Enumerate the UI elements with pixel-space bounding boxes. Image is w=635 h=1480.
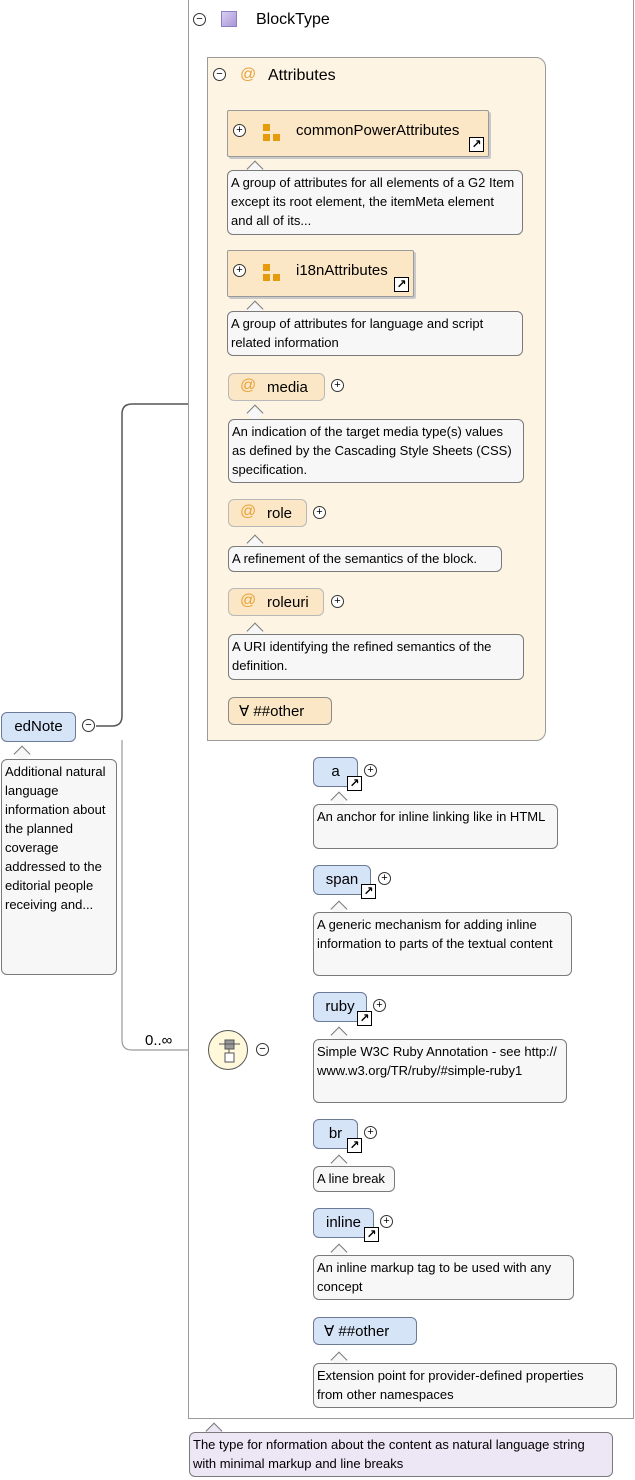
element-br[interactable]: br (313, 1119, 358, 1149)
type-doc-note: The type for nformation about the conten… (189, 1432, 613, 1477)
link-arrow-icon[interactable]: ↗ (357, 1011, 372, 1026)
attributes-title: Attributes (268, 67, 336, 84)
element-doc-note: Extension point for provider-defined pro… (313, 1363, 617, 1408)
expand-toggle[interactable]: + (331, 379, 344, 392)
collapse-root-toggle[interactable]: − (82, 719, 95, 732)
root-element-ednote[interactable]: edNote (1, 712, 76, 742)
attribute-doc-note: An indication of the target media type(s… (228, 419, 524, 483)
link-arrow-icon[interactable]: ↗ (361, 884, 376, 899)
attribute-doc-note: A group of attributes for all elements o… (227, 170, 523, 235)
attribute-group-i18n[interactable]: + i18nAttributes ↗ (227, 250, 414, 297)
type-title: BlockType (256, 11, 330, 28)
element-doc-note: Simple W3C Ruby Annotation - see http://… (313, 1039, 567, 1103)
attribute-at-icon: @ (240, 503, 257, 520)
element-label: a (331, 763, 340, 780)
attribute-media[interactable]: @ media (228, 373, 325, 401)
element-label: inline (325, 1214, 362, 1231)
attribute-at-icon: @ (240, 377, 257, 394)
any-attribute-wildcard[interactable]: ∀ ##other (228, 697, 332, 725)
link-arrow-icon[interactable]: ↗ (364, 1227, 379, 1242)
element-label: span (325, 871, 359, 888)
link-arrow-icon[interactable]: ↗ (394, 277, 409, 292)
attribute-group-label: commonPowerAttributes (296, 122, 460, 139)
link-arrow-icon[interactable]: ↗ (469, 137, 484, 152)
attribute-at-icon: @ (240, 592, 257, 609)
root-doc-note: Additional natural language information … (1, 759, 117, 975)
link-arrow-icon[interactable]: ↗ (347, 776, 362, 791)
element-ruby[interactable]: ruby (313, 992, 367, 1022)
element-inline[interactable]: inline (313, 1208, 374, 1238)
attribute-at-icon: @ (240, 66, 257, 83)
attribute-doc-note: A refinement of the semantics of the blo… (228, 546, 502, 572)
attribute-group-common-power[interactable]: + commonPowerAttributes ↗ (227, 110, 489, 157)
element-label: br (328, 1125, 343, 1142)
expand-toggle[interactable]: + (378, 872, 391, 885)
expand-toggle[interactable]: + (313, 506, 326, 519)
attribute-group-icon (263, 264, 281, 282)
sequence-glyph-icon (219, 1039, 240, 1063)
cardinality-label: 0..∞ (145, 1032, 173, 1049)
element-doc-note: A generic mechanism for adding inline in… (313, 912, 572, 976)
attribute-label: role (267, 505, 293, 522)
attribute-label: roleuri (267, 594, 309, 611)
element-doc-note: An inline markup tag to be used with any… (313, 1255, 574, 1300)
expand-toggle[interactable]: + (331, 595, 344, 608)
link-arrow-icon[interactable]: ↗ (347, 1138, 362, 1153)
attribute-group-icon (263, 124, 281, 142)
element-doc-note: An anchor for inline linking like in HTM… (313, 804, 558, 849)
collapse-sequence-toggle[interactable]: − (256, 1043, 269, 1056)
attribute-role[interactable]: @ role (228, 499, 307, 527)
sequence-compositor-icon[interactable] (208, 1030, 248, 1070)
expand-toggle[interactable]: + (364, 1126, 377, 1139)
element-doc-note: A line break (313, 1166, 395, 1192)
collapse-type-toggle[interactable]: − (193, 13, 206, 26)
element-label: ruby (325, 998, 355, 1015)
attribute-group-label: i18nAttributes (296, 262, 388, 279)
expand-toggle[interactable]: + (373, 999, 386, 1012)
any-element-wildcard[interactable]: ∀ ##other (313, 1317, 417, 1345)
collapse-attributes-toggle[interactable]: − (213, 68, 226, 81)
attribute-doc-note: A URI identifying the refined semantics … (228, 634, 524, 680)
complex-type-icon (221, 11, 237, 27)
expand-toggle[interactable]: + (233, 124, 246, 137)
expand-toggle[interactable]: + (364, 764, 377, 777)
attribute-label: media (267, 379, 308, 396)
attribute-roleuri[interactable]: @ roleuri (228, 588, 324, 616)
expand-toggle[interactable]: + (380, 1215, 393, 1228)
expand-toggle[interactable]: + (233, 264, 246, 277)
attribute-doc-note: A group of attributes for language and s… (227, 311, 523, 356)
